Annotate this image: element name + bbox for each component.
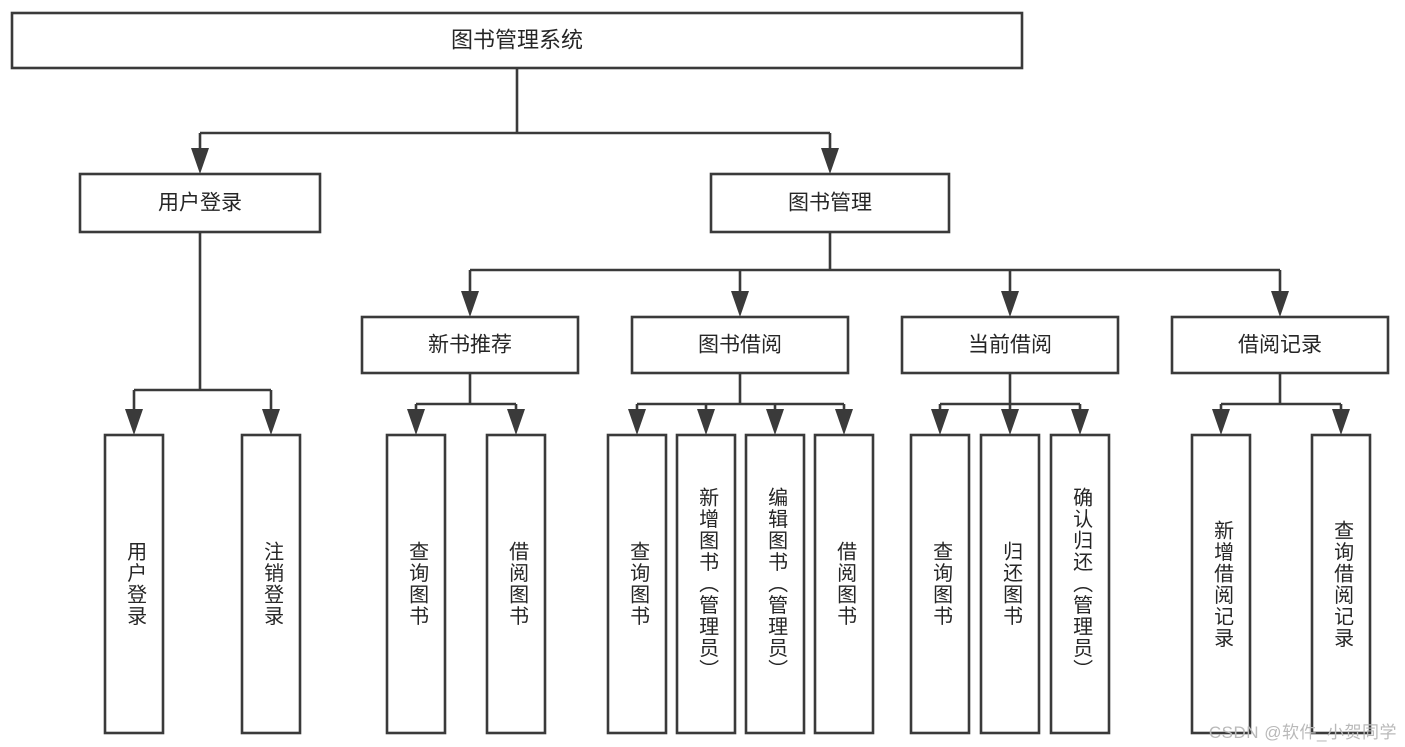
node-label-newbook: 新书推荐 [428, 334, 512, 357]
node-box-leaf-borrow-2[interactable] [675, 433, 737, 735]
node-label-current: 当前借阅 [968, 334, 1052, 357]
node-box-leaf-login-1[interactable] [103, 433, 165, 735]
node-box-leaf-borrow-4[interactable] [813, 433, 875, 735]
node-box-login[interactable] [78, 172, 322, 234]
node-label-root: 图书管理系统 [451, 27, 583, 52]
arrow-head-icon [125, 409, 143, 435]
arrow-head-icon [507, 409, 525, 435]
node-box-leaf-newbook-1[interactable] [385, 433, 447, 735]
node-box-leaf-newbook-2[interactable] [485, 433, 547, 735]
node-box-bookmgmt[interactable] [709, 172, 951, 234]
connector-layer [125, 68, 1350, 435]
node-box-leaf-login-2[interactable] [240, 433, 302, 735]
node-box-leaf-records-1[interactable] [1190, 433, 1252, 735]
node-label-borrow: 图书借阅 [698, 334, 782, 357]
node-box-layer [10, 11, 1390, 735]
node-box-leaf-records-2[interactable] [1310, 433, 1372, 735]
node-box-leaf-current-1[interactable] [909, 433, 971, 735]
node-box-borrow[interactable] [630, 315, 850, 375]
arrow-head-icon [766, 409, 784, 435]
arrow-head-icon [931, 409, 949, 435]
arrow-head-icon [1071, 409, 1089, 435]
node-box-leaf-borrow-3[interactable] [744, 433, 806, 735]
arrow-head-icon [1212, 409, 1230, 435]
node-label-bookmgmt: 图书管理 [788, 192, 872, 215]
arrow-head-icon [731, 291, 749, 317]
node-box-root[interactable] [10, 11, 1024, 70]
arrow-head-icon [461, 291, 479, 317]
csdn-watermark: CSDN @软件_小贺同学 [1208, 723, 1397, 742]
arrow-head-icon [821, 148, 839, 174]
arrow-head-icon [1332, 409, 1350, 435]
node-box-newbook[interactable] [360, 315, 580, 375]
arrow-head-icon [191, 148, 209, 174]
arrow-head-icon [628, 409, 646, 435]
node-label-login: 用户登录 [158, 192, 242, 215]
arrow-head-icon [1001, 409, 1019, 435]
node-box-leaf-borrow-1[interactable] [606, 433, 668, 735]
node-label-records: 借阅记录 [1238, 334, 1322, 357]
node-box-current[interactable] [900, 315, 1120, 375]
arrow-head-icon [262, 409, 280, 435]
arrow-head-icon [697, 409, 715, 435]
arrow-head-icon [407, 409, 425, 435]
arrow-head-icon [835, 409, 853, 435]
arrow-head-icon [1271, 291, 1289, 317]
node-box-leaf-current-2[interactable] [979, 433, 1041, 735]
node-box-leaf-current-3[interactable] [1049, 433, 1111, 735]
arrow-head-icon [1001, 291, 1019, 317]
node-box-records[interactable] [1170, 315, 1390, 375]
